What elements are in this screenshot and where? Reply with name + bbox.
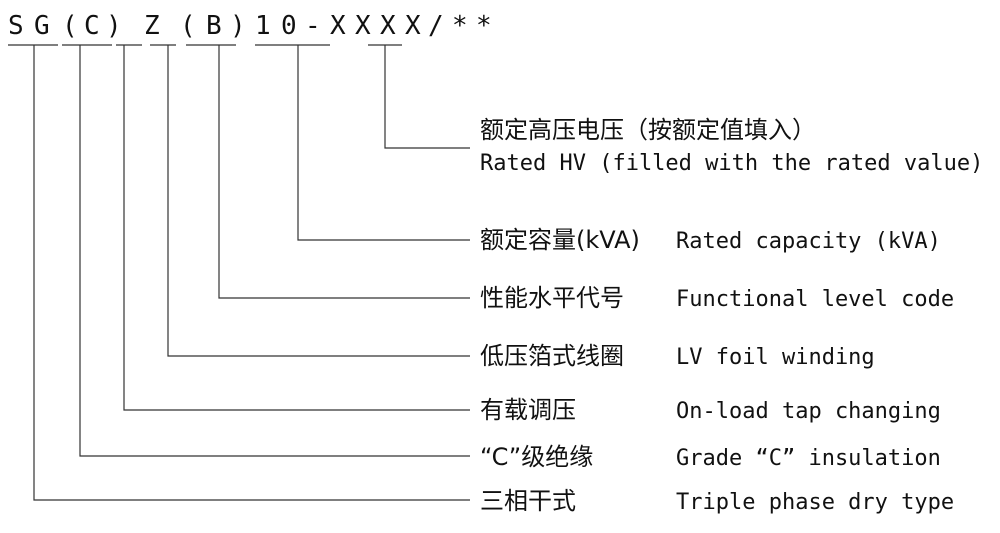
code-char: (: [180, 11, 196, 41]
leader-lines: [33, 45, 470, 501]
leader-line: [384, 45, 470, 149]
label-en: Functional level code: [676, 287, 954, 312]
code-char: X: [355, 11, 371, 41]
leader-line: [79, 45, 470, 457]
label-en: On-load tap changing: [676, 399, 941, 424]
leader-line: [218, 45, 470, 299]
label-zh: 三相干式: [480, 487, 576, 515]
code-char: *: [476, 11, 492, 41]
code-char: 1: [255, 11, 271, 41]
label-en: LV foil winding: [676, 345, 875, 370]
code-char: X: [380, 11, 396, 41]
code-char: -: [305, 11, 321, 41]
label-zh: 性能水平代号: [480, 284, 624, 312]
leader-line: [167, 45, 470, 357]
code-char: S: [8, 11, 24, 41]
code-char: Z: [144, 11, 160, 41]
code-char: *: [452, 11, 468, 41]
label-zh: 额定高压电压（按额定值填入）: [480, 116, 816, 144]
code-char: 0: [281, 11, 297, 41]
code-char: (: [62, 11, 78, 41]
code-char: ): [230, 11, 246, 41]
label-en: Rated capacity (kVA): [676, 229, 941, 254]
leader-line: [33, 45, 470, 501]
leader-line: [123, 45, 470, 411]
leader-line: [297, 45, 470, 241]
code-char: ): [106, 11, 122, 41]
label-zh: 低压箔式线圈: [480, 342, 624, 370]
label-list: 额定高压电压（按额定值填入） Rated HV (filled with the…: [480, 116, 983, 515]
label-zh: 额定容量(kVA): [480, 226, 640, 254]
label-zh: 有载调压: [480, 396, 576, 424]
code-char: B: [206, 11, 222, 41]
model-code: S G ( C ) Z ( B ) 1 0 - X X X X / * *: [8, 11, 492, 41]
code-char: X: [330, 11, 346, 41]
label-en: Rated HV (filled with the rated value): [480, 151, 983, 176]
code-char: /: [428, 11, 444, 41]
code-char: G: [34, 11, 50, 41]
label-en: Triple phase dry type: [676, 490, 954, 515]
label-zh: “C”级绝缘: [480, 443, 593, 471]
code-char: X: [405, 11, 421, 41]
code-char: C: [84, 11, 100, 41]
label-en: Grade “C” insulation: [676, 446, 941, 471]
